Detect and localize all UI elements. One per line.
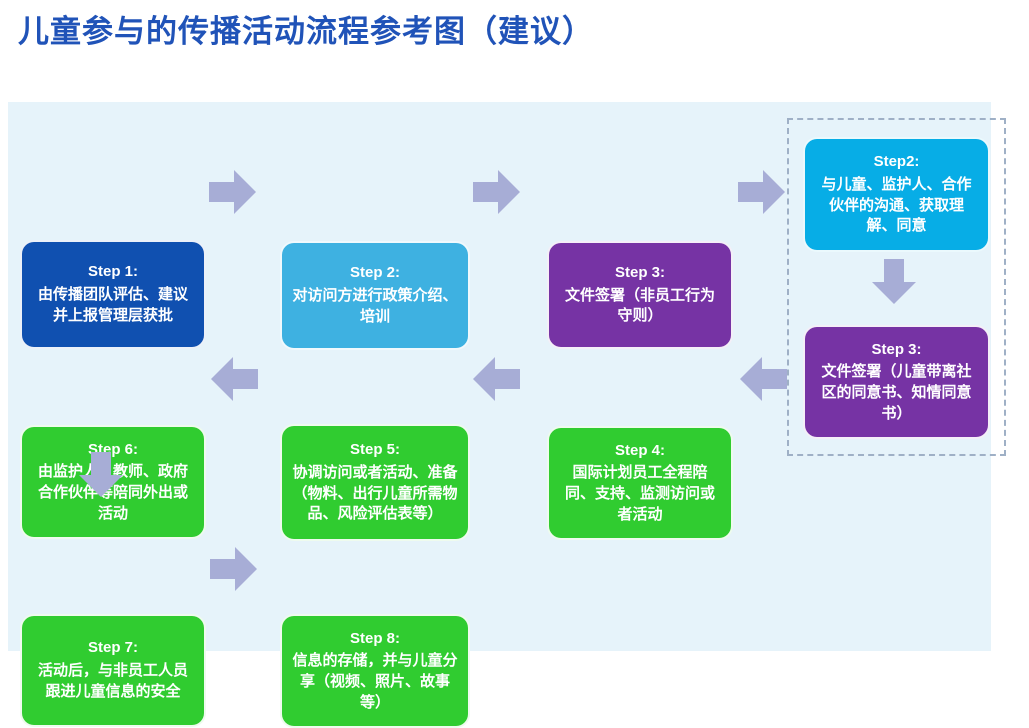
arrow-left-icon	[740, 357, 787, 401]
step-text: 文件签署（儿童带离社区的同意书、知情同意书）	[821, 363, 972, 422]
step-box-4: Step 4: 国际计划员工全程陪同、支持、监测访问或者活动	[547, 426, 733, 540]
arrow-right-icon	[210, 547, 257, 591]
step-text: 由传播团队评估、建议并上报管理层获批	[37, 286, 188, 324]
step-label: Step 1:	[87, 263, 138, 281]
step-box-3-alt: Step 3: 文件签署（儿童带离社区的同意书、知情同意书）	[803, 325, 990, 439]
step-text: 协调访问或者活动、准备（物料、出行儿童所需物品、风险评估表等）	[292, 463, 458, 523]
step-text: 对访问方进行政策介绍、培训	[292, 287, 458, 325]
step-label: Step 8:	[349, 629, 400, 647]
step-label: Step 3:	[614, 263, 665, 281]
step-text: 信息的存储，并与儿童分享（视频、照片、故事等）	[292, 652, 458, 711]
step-label: Step 2:	[349, 264, 400, 282]
step-box-5: Step 5: 协调访问或者活动、准备（物料、出行儿童所需物品、风险评估表等）	[280, 424, 470, 541]
step-label: Step 5:	[349, 441, 400, 459]
step-text: 与儿童、监护人、合作伙伴的沟通、获取理解、同意	[821, 175, 972, 235]
step-box-2: Step 2: 对访问方进行政策介绍、培训	[280, 241, 470, 350]
arrow-right-icon	[209, 170, 256, 214]
step-box-1: Step 1: 由传播团队评估、建议并上报管理层获批	[20, 240, 206, 349]
page-title: 儿童参与的传播活动流程参考图（建议）	[18, 14, 594, 49]
step-text: 由监护人、教师、政府合作伙伴等陪同外出或活动	[37, 463, 188, 522]
step-label: Step 4:	[614, 441, 665, 459]
step-label: Step 3:	[871, 340, 922, 358]
arrow-right-icon	[738, 170, 785, 214]
dashed-group	[787, 118, 1006, 456]
step-text: 文件签署（非员工行为守则）	[564, 286, 715, 325]
step-text: 活动后，与非员工人员跟进儿童信息的安全	[37, 662, 188, 700]
arrow-left-icon	[211, 357, 258, 401]
arrow-down-icon	[872, 259, 916, 304]
step-box-7: Step 7: 活动后，与非员工人员跟进儿童信息的安全	[20, 614, 206, 727]
step-text: 国际计划员工全程陪同、支持、监测访问或者活动	[564, 464, 715, 523]
arrow-left-icon	[473, 357, 520, 401]
step-label: Step2:	[873, 153, 920, 171]
step-box-3: Step 3: 文件签署（非员工行为守则）	[547, 241, 733, 349]
step-box-8: Step 8: 信息的存储，并与儿童分享（视频、照片、故事等）	[280, 614, 470, 728]
step-box-2-alt: Step2: 与儿童、监护人、合作伙伴的沟通、获取理解、同意	[803, 137, 990, 252]
arrow-right-icon	[473, 170, 520, 214]
step-label: Step 7:	[87, 639, 138, 657]
arrow-down-icon	[79, 452, 123, 497]
